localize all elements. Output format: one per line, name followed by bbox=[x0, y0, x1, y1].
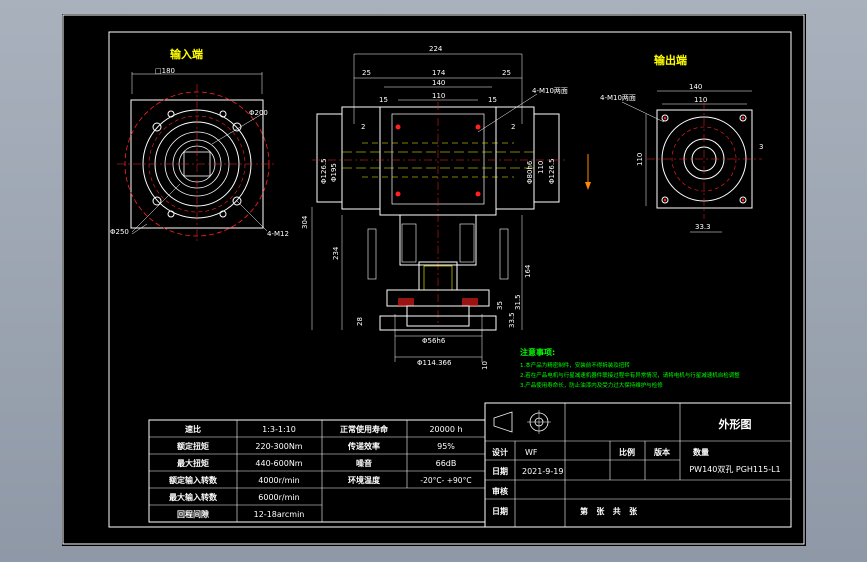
dim-v-33: 33.5 bbox=[508, 312, 516, 328]
date-value: 2021-9-19 bbox=[522, 467, 563, 476]
spec-r5-c1: 12-18arcmin bbox=[254, 510, 305, 519]
review-label: 审核 bbox=[492, 486, 508, 496]
spec-table: 速比 1:3-1:10 正常使用寿命 20000 h 额定扭矩 220-300N… bbox=[148, 419, 486, 523]
spec-r1-c1: 220-300Nm bbox=[255, 442, 302, 451]
spec-r3-c1: 4000r/min bbox=[258, 476, 299, 485]
dim-left-d1: Φ195 bbox=[330, 163, 338, 182]
spec-r1-c2: 传递效率 bbox=[347, 441, 380, 451]
dim-input-bolt: 4-M12 bbox=[267, 230, 289, 238]
outer-frame bbox=[62, 14, 805, 545]
sheet-number: 第 张 共 张 bbox=[580, 506, 638, 516]
dim-bot-phi2: Φ114.366 bbox=[417, 359, 452, 367]
model-number: PW140双孔 PGH115-L1 bbox=[689, 465, 780, 474]
dim-v-164: 164 bbox=[524, 264, 532, 278]
notes-line-2: 2.若在产品电机与行星减速机器件联接过程中有异常情况，请将电机与行星减速机自检调… bbox=[520, 371, 740, 379]
dim-top-15a: 15 bbox=[379, 96, 388, 104]
dim-v-35: 35 bbox=[496, 301, 504, 310]
inner-frame bbox=[108, 31, 792, 528]
drawing-sheet: 输入端 □180 Φ200 Φ250 4-M12 bbox=[62, 14, 806, 546]
spec-r3-c0: 额定输入转数 bbox=[169, 475, 218, 485]
dim-out-3: 3 bbox=[759, 143, 763, 151]
dim-top-140: 140 bbox=[432, 79, 445, 87]
version-label: 版本 bbox=[653, 447, 670, 457]
spec-r4-c1: 6000r/min bbox=[258, 493, 299, 502]
dim-out-140: 140 bbox=[689, 83, 702, 91]
drawing-title: 外形图 bbox=[718, 417, 752, 431]
spec-r2-c1: 440-600Nm bbox=[255, 459, 302, 468]
dim-out-side: 110 bbox=[636, 153, 644, 166]
center-view: 224 25 25 174 140 110 15 15 4-M10两面 2 2 bbox=[301, 45, 591, 370]
dim-out-bolt: 4-M10两面 bbox=[600, 94, 636, 102]
dim-input-r2: Φ250 bbox=[110, 228, 129, 236]
dim-v-315: 31.5 bbox=[514, 294, 522, 310]
spec-r0-c1: 1:3-1:10 bbox=[262, 425, 296, 434]
cad-drawing: 输入端 □180 Φ200 Φ250 4-M12 bbox=[62, 14, 805, 545]
spec-r0-c2: 正常使用寿命 bbox=[340, 424, 389, 434]
scale-label: 比例 bbox=[619, 447, 635, 457]
dim-top-110: 110 bbox=[432, 92, 445, 100]
dim-top-25b: 25 bbox=[502, 69, 511, 77]
notes-block: 注意事项: 1.本产品为精密制件，安装前不得拆装及扭转 2.若在产品电机与行星减… bbox=[520, 347, 740, 389]
output-view-title: 输出端 bbox=[654, 53, 687, 67]
input-view-title: 输入端 bbox=[170, 47, 203, 61]
designer: WF bbox=[525, 448, 538, 457]
notes-line-3: 3.产品使用寿命长，防止油漆内及受力过大保持维护与检修 bbox=[520, 381, 663, 389]
dim-out-333: 33.3 bbox=[695, 223, 711, 231]
spec-r5-c0: 回程间隙 bbox=[177, 509, 209, 519]
dim-right-110: 110 bbox=[537, 161, 545, 174]
dim-top-15b: 15 bbox=[488, 96, 497, 104]
title-block: 外形图 设计 WF 比例 版本 数量 日期 2021-9-19 PW140双孔 … bbox=[484, 402, 792, 528]
dim-v-304: 304 bbox=[301, 215, 309, 229]
spec-r1-c3: 95% bbox=[437, 442, 455, 451]
dim-top-25a: 25 bbox=[362, 69, 371, 77]
spec-r3-c2: 环境温度 bbox=[348, 475, 381, 485]
spec-r1-c0: 额定扭矩 bbox=[177, 441, 209, 451]
dim-left-2: 2 bbox=[361, 123, 365, 131]
dim-bot-10: 10 bbox=[481, 361, 489, 370]
dim-out-110: 110 bbox=[694, 96, 707, 104]
dim-right-h6: Φ80h6 bbox=[526, 160, 534, 184]
dim-bot-phi: Φ56h6 bbox=[422, 337, 446, 345]
spec-r0-c0: 速比 bbox=[185, 424, 201, 434]
dim-top-224: 224 bbox=[429, 45, 443, 53]
dim-top-174: 174 bbox=[432, 69, 446, 77]
input-view: 输入端 □180 Φ200 Φ250 4-M12 bbox=[110, 47, 289, 244]
dim-left-phi: Φ126.5 bbox=[320, 158, 328, 184]
output-view: 输出端 140 110 4-M10两面 110 3 33.3 bbox=[600, 53, 763, 233]
dim-input-r1: Φ200 bbox=[249, 109, 268, 117]
spec-r2-c2: 噪音 bbox=[356, 458, 372, 468]
dim-v-234: 234 bbox=[332, 246, 340, 260]
spec-r4-c0: 最大输入转数 bbox=[169, 492, 218, 502]
projection-cone-icon bbox=[493, 411, 513, 433]
dim-right-2: 2 bbox=[511, 123, 515, 131]
date-label: 日期 bbox=[492, 466, 508, 476]
design-label: 设计 bbox=[492, 447, 508, 457]
notes-line-1: 1.本产品为精密制件，安装前不得拆装及扭转 bbox=[520, 361, 630, 369]
notes-title: 注意事项: bbox=[520, 347, 555, 357]
qty-label: 数量 bbox=[693, 447, 709, 457]
spec-r2-c3: 66dB bbox=[436, 459, 457, 468]
dim-right-phi: Φ126.5 bbox=[548, 158, 556, 184]
spec-r3-c3: -20°C- +90°C bbox=[420, 476, 471, 485]
date-label-2: 日期 bbox=[492, 506, 508, 516]
dim-input-top: □180 bbox=[155, 67, 175, 75]
dim-top-bolt: 4-M10两面 bbox=[532, 87, 568, 95]
dim-v-28: 28 bbox=[356, 317, 364, 326]
spec-r0-c3: 20000 h bbox=[429, 425, 462, 434]
spec-r2-c0: 最大扭矩 bbox=[177, 458, 209, 468]
